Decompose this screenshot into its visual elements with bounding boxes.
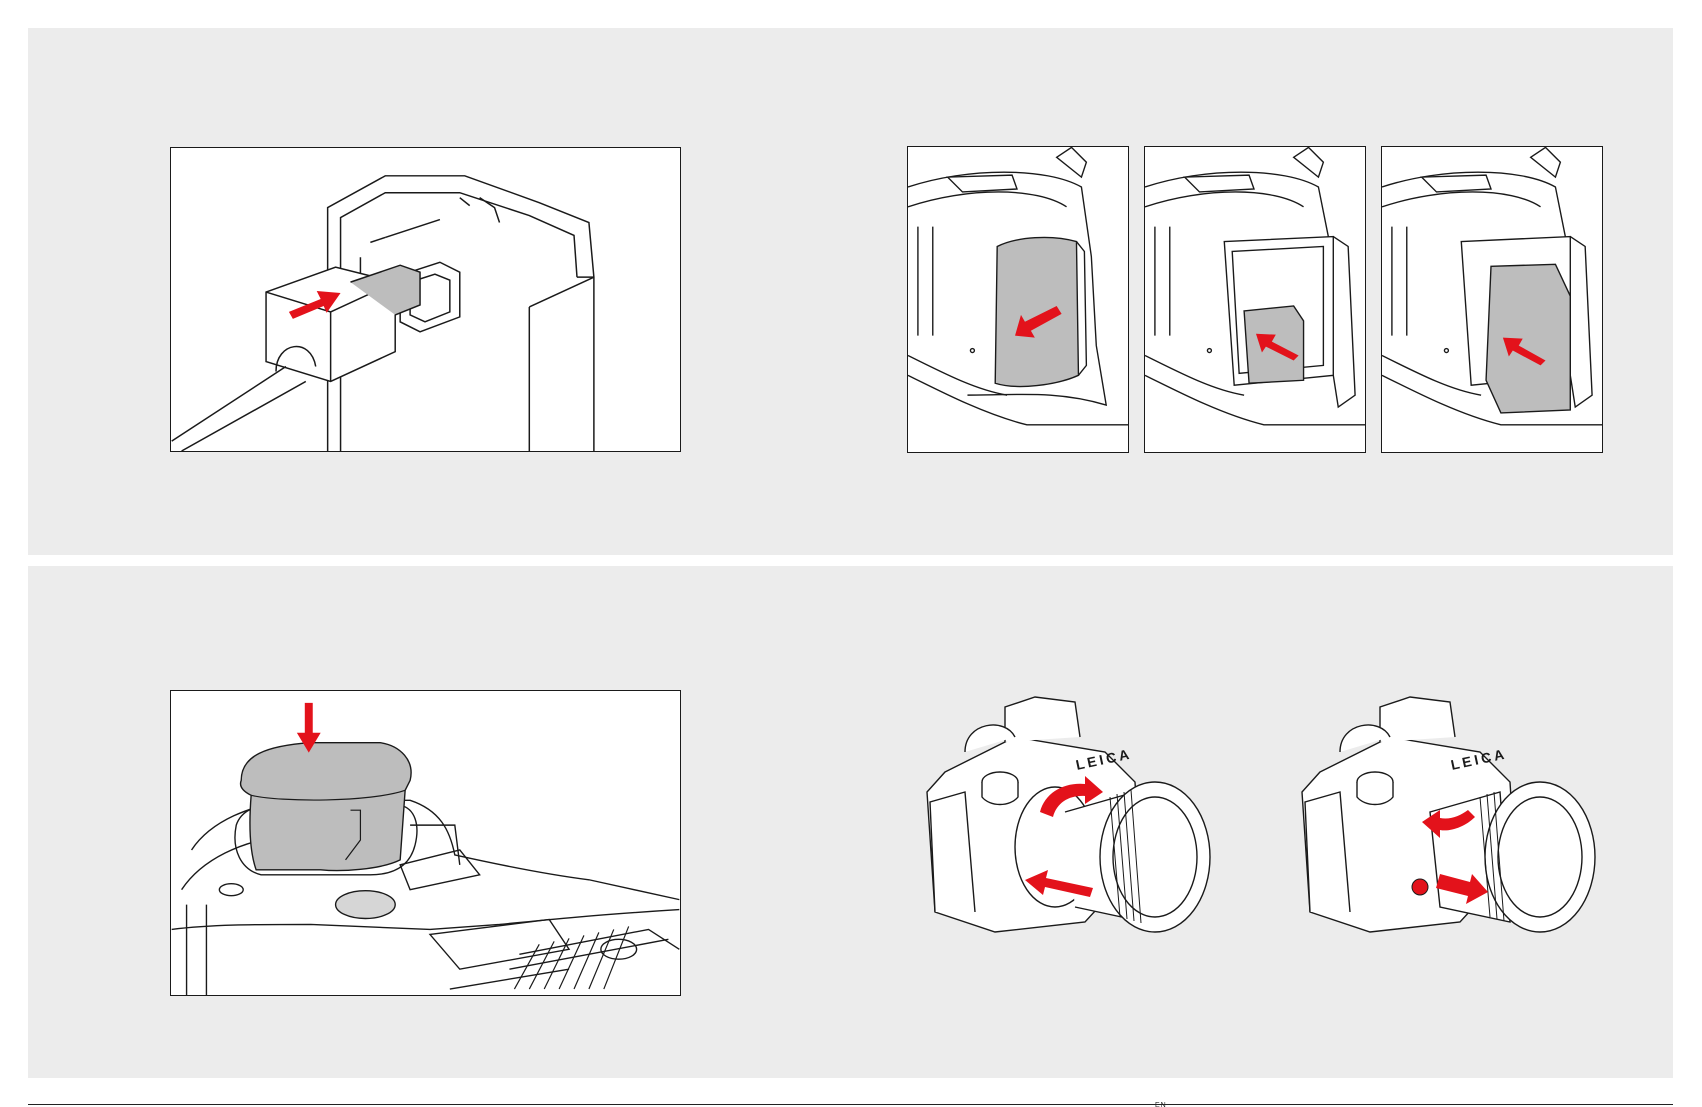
card-cover bbox=[995, 237, 1078, 386]
lens-attach-illustration: LEICA bbox=[905, 682, 1265, 952]
lens-detach-drawing: LEICA bbox=[1300, 682, 1635, 952]
battery bbox=[241, 743, 412, 871]
lens-detach-illustration: LEICA bbox=[1300, 682, 1635, 952]
cf-card bbox=[1486, 264, 1570, 413]
cf-card-drawing bbox=[1382, 147, 1602, 452]
footer-text: EN bbox=[1155, 1102, 1355, 1107]
footer-rule bbox=[28, 1104, 1673, 1105]
battery-insertion-illustration bbox=[170, 690, 681, 996]
card-cover-drawing bbox=[908, 147, 1128, 452]
usb-charging-illustration bbox=[170, 147, 681, 452]
lens-attach-drawing: LEICA bbox=[905, 682, 1265, 952]
cf-card-insert-illustration bbox=[1381, 146, 1603, 453]
card-cover-open-illustration bbox=[907, 146, 1129, 453]
sd-card-drawing bbox=[1145, 147, 1365, 452]
sd-card-insert-illustration bbox=[1144, 146, 1366, 453]
lens-release-button bbox=[1412, 879, 1428, 895]
usb-charging-drawing bbox=[171, 148, 680, 451]
battery-drawing bbox=[171, 691, 680, 995]
